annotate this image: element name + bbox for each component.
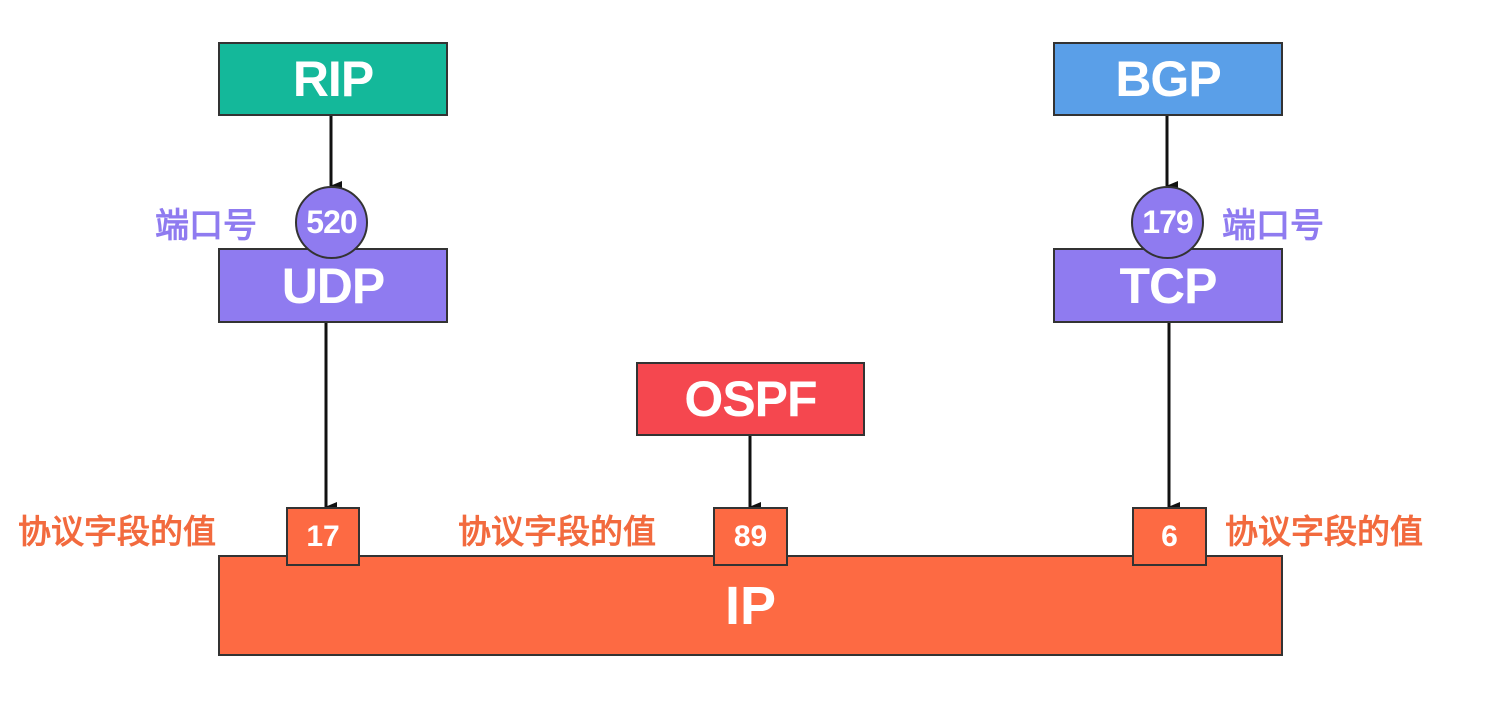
tcp-box: TCP <box>1053 248 1283 323</box>
rip-port-circle: 520 <box>295 186 368 259</box>
port-label-left: 端口号 <box>155 206 257 246</box>
ospf-protocol-field: 89 <box>713 507 788 566</box>
bgp-port-circle: 179 <box>1131 186 1204 259</box>
ip-box: IP <box>218 555 1283 656</box>
rip-box: RIP <box>218 42 448 116</box>
port-label-right: 端口号 <box>1222 206 1324 246</box>
ospf-box: OSPF <box>636 362 865 436</box>
tcp-protocol-field: 6 <box>1132 507 1207 566</box>
udp-protocol-field: 17 <box>286 507 360 566</box>
bgp-box: BGP <box>1053 42 1283 116</box>
field-label-udp: 协议字段的值 <box>18 512 216 551</box>
field-label-ospf: 协议字段的值 <box>458 512 656 551</box>
field-label-tcp: 协议字段的值 <box>1225 512 1423 551</box>
